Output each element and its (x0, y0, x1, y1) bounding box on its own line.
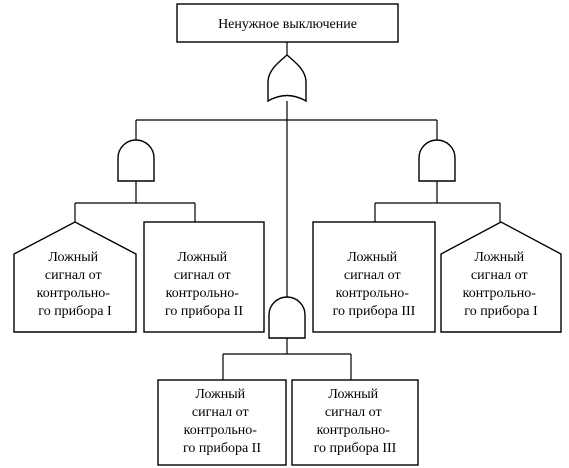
event-line: сигнал от (174, 268, 231, 283)
event-line: го прибора III (333, 304, 416, 319)
event-line: сигнал от (471, 268, 528, 283)
and-gate-icon (418, 139, 456, 182)
event-line: контрольно- (336, 286, 410, 301)
event-line: сигнал от (192, 405, 249, 420)
event-line: го прибора III (314, 441, 397, 456)
event-line: сигнал от (344, 268, 401, 283)
event-line: контрольно- (184, 423, 258, 438)
event-line: Ложный (195, 387, 245, 402)
event-house-1: Ложный сигнал от контрольно- го прибора … (13, 221, 137, 333)
svg-text:Ложный сигнал от к: Ложный сигнал от контрольно- го прибора … (37, 250, 114, 319)
top-event-box: Ненужное выключение (176, 3, 399, 43)
event-line: сигнал от (45, 268, 102, 283)
and-gate-icon (268, 296, 306, 339)
event-box-3: Ложный сигнал от контрольно- го прибора … (312, 221, 436, 333)
event-line: го прибора I (38, 304, 112, 319)
svg-text:Ложный сигнал от к: Ложный сигнал от контрольно- го прибора … (314, 387, 397, 456)
connector-lines (74, 42, 501, 380)
svg-text:Ложный сигнал от к: Ложный сигнал от контрольно- го прибора … (183, 387, 261, 456)
event-line: контрольно- (37, 286, 111, 301)
event-box-2: Ложный сигнал от контрольно- го прибора … (143, 221, 265, 333)
event-line: Ложный (177, 250, 227, 265)
event-box-6: Ложный сигнал от контрольно- го прибора … (291, 379, 419, 466)
event-line: контрольно- (463, 286, 537, 301)
event-line: сигнал от (325, 405, 382, 420)
svg-text:Ложный сигнал от к: Ложный сигнал от контрольно- го прибора … (463, 250, 540, 319)
event-line: го прибора I (464, 304, 538, 319)
event-line: Ложный (48, 250, 98, 265)
top-event-label: Ненужное выключение (218, 17, 357, 32)
event-line: контрольно- (166, 286, 240, 301)
event-line: Ложный (328, 387, 378, 402)
event-line: контрольно- (317, 423, 391, 438)
and-gate-icon (117, 139, 155, 182)
event-box-5: Ложный сигнал от контрольно- го прибора … (157, 379, 287, 466)
event-house-4: Ложный сигнал от контрольно- го прибора … (440, 221, 562, 333)
or-gate-icon (267, 54, 307, 103)
svg-text:Ложный сигнал от к: Ложный сигнал от контрольно- го прибора … (333, 250, 416, 319)
event-line: го прибора II (165, 304, 243, 319)
event-line: Ложный (347, 250, 397, 265)
event-line: Ложный (474, 250, 524, 265)
event-line: го прибора II (183, 441, 261, 456)
svg-text:Ложный сигнал от к: Ложный сигнал от контрольно- го прибора … (165, 250, 243, 319)
